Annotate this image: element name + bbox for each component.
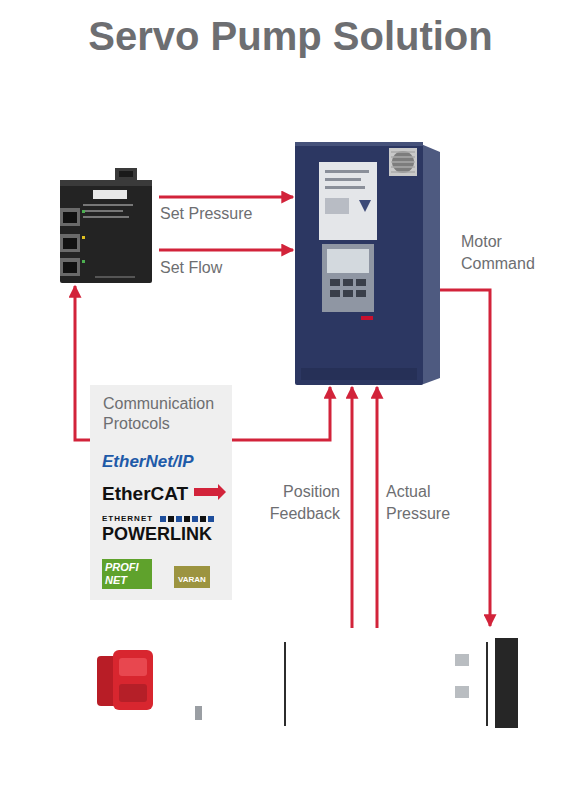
signal-arrow bbox=[159, 250, 293, 251]
controller-device bbox=[55, 168, 155, 283]
protocol-panel: Communication ProtocolsEtherNet/IP EtherC… bbox=[90, 385, 232, 600]
signal-label: Position Feedback bbox=[250, 481, 340, 525]
protocol-logo: VARAN bbox=[174, 566, 210, 588]
protocol-logo: ETHERNET bbox=[102, 514, 153, 524]
signal-label: Set Flow bbox=[160, 259, 222, 277]
signal-label: Actual Pressure bbox=[386, 481, 476, 525]
drive-illustration bbox=[295, 138, 440, 385]
signal-label: Set Pressure bbox=[160, 205, 252, 223]
diagram-title: Servo Pump Solution bbox=[0, 12, 581, 60]
protocol-logo: EtherCAT bbox=[102, 483, 188, 505]
servo-pump bbox=[95, 628, 520, 728]
signal-arrow bbox=[159, 197, 293, 198]
protocol-logo: POWERLINK bbox=[102, 524, 212, 545]
signal-label: Motor Command bbox=[461, 231, 557, 275]
panel-heading: Communication Protocols bbox=[103, 394, 225, 434]
servo-pump-illustration bbox=[95, 628, 520, 728]
signal-line bbox=[376, 387, 379, 628]
servo-drive bbox=[295, 138, 440, 385]
signal-line bbox=[159, 249, 293, 252]
signal-line bbox=[159, 196, 293, 199]
controller-illustration bbox=[55, 168, 155, 283]
signal-arrow bbox=[352, 387, 353, 628]
protocol-logo: EtherNet/IP bbox=[102, 452, 194, 472]
signal-line bbox=[440, 290, 490, 626]
protocol-logo: PROFI NET bbox=[102, 559, 152, 589]
signal-line bbox=[351, 387, 354, 628]
signal-arrow bbox=[440, 290, 490, 626]
signal-arrow bbox=[377, 387, 378, 628]
